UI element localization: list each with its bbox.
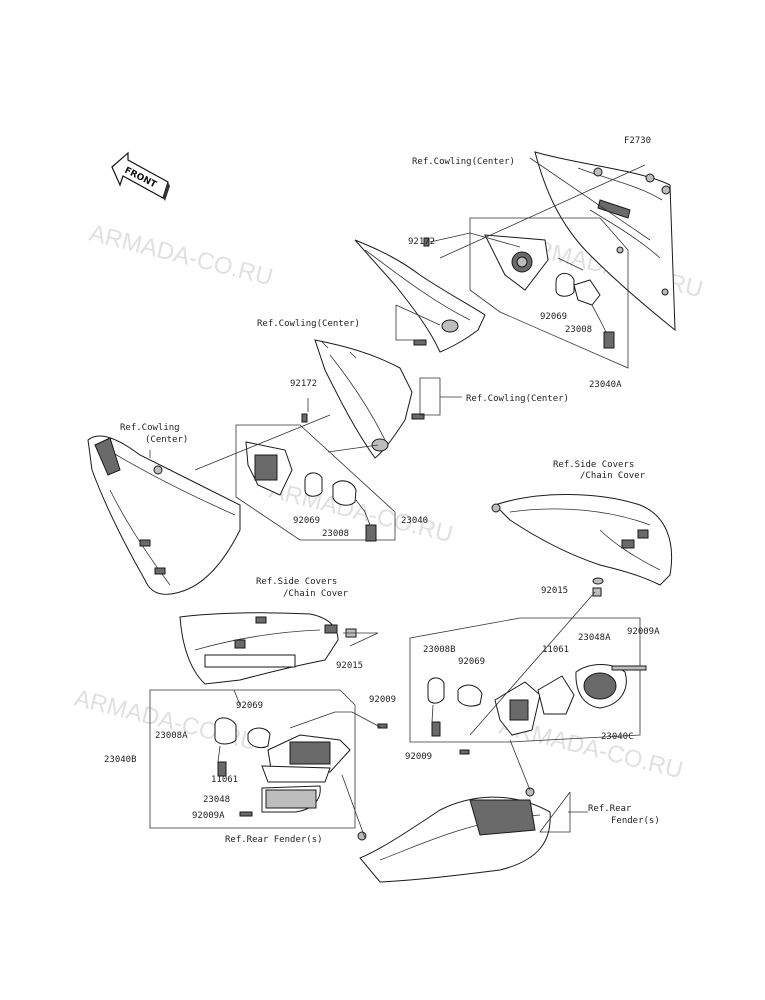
- watermark-text: ARMADA-CO.RU: [87, 220, 276, 292]
- front-arrow-icon: FRONT: [111, 151, 170, 201]
- label-part-number: 92069: [293, 516, 320, 526]
- label-part-number: 92009: [405, 752, 432, 762]
- label-ref-side-covers: Ref.Side Covers: [256, 577, 337, 587]
- side-cover-left: [179, 612, 357, 685]
- label-part-number: 23008: [322, 529, 349, 539]
- label-part-number: 92069: [458, 657, 485, 667]
- turn-signal-23040: [235, 413, 396, 542]
- inner-cowling-panel-mid: [314, 339, 425, 459]
- label-part-number: 92172: [290, 379, 317, 389]
- label-part-number: 23040B: [104, 755, 137, 765]
- label-part-number: 92009: [369, 695, 396, 705]
- label-part-number: 92015: [336, 661, 363, 671]
- label-part-number: 11061: [211, 775, 238, 785]
- label-part-number: 11061: [542, 645, 569, 655]
- leader-lines-upper: [149, 157, 651, 471]
- label-ref-rear-fender: Ref.Rear: [588, 804, 632, 814]
- label-part-number: 23040A: [589, 380, 622, 390]
- part-labels: Ref.Cowling(Center) 92172 92069 23008 Re…: [104, 157, 660, 845]
- label-part-number: 23040C: [601, 732, 634, 742]
- label-ref-side-covers: Ref.Side Covers: [553, 460, 634, 470]
- side-fairing-left: [87, 435, 241, 595]
- label-ref-rear-fender: Ref.Rear Fender(s): [225, 835, 323, 845]
- label-ref-side-covers: /Chain Cover: [580, 471, 646, 481]
- label-ref-side-covers: /Chain Cover: [283, 589, 349, 599]
- label-part-number: 23048A: [578, 633, 611, 643]
- label-part-number: 92069: [540, 312, 567, 322]
- figure-code: F2730: [624, 136, 651, 146]
- label-ref-cowling-center: Ref.Cowling(Center): [257, 319, 360, 329]
- label-part-number: 92009A: [627, 627, 660, 637]
- turn-signal-23040A: [423, 217, 629, 369]
- inner-cowling-panel-upper: [354, 239, 486, 353]
- label-ref-cowling-center: Ref.Cowling(Center): [466, 394, 569, 404]
- label-part-number: 23048: [203, 795, 230, 805]
- label-part-number: 92172: [408, 237, 435, 247]
- label-part-number: 23008B: [423, 645, 456, 655]
- turn-signal-23040C: [409, 587, 647, 755]
- leader-lines-lower: [233, 591, 596, 839]
- turn-signal-23040B: [149, 689, 388, 829]
- label-part-number: 92015: [541, 586, 568, 596]
- front-cowling-part: [534, 151, 676, 332]
- label-ref-cowling: Ref.Cowling: [120, 423, 180, 433]
- label-part-number: 23008: [565, 325, 592, 335]
- label-part-number: 92069: [236, 701, 263, 711]
- label-ref-cowling: (Center): [145, 435, 188, 445]
- label-part-number: 92009A: [192, 811, 225, 821]
- watermark-text: ARMADA-CO.RU: [267, 477, 456, 549]
- label-ref-cowling-center: Ref.Cowling(Center): [412, 157, 515, 167]
- label-part-number: 23008A: [155, 731, 188, 741]
- side-cover-right: [491, 494, 673, 586]
- label-ref-rear-fender: Fender(s): [611, 816, 660, 826]
- label-part-number: 23040: [401, 516, 428, 526]
- rear-fender-part: [357, 787, 551, 883]
